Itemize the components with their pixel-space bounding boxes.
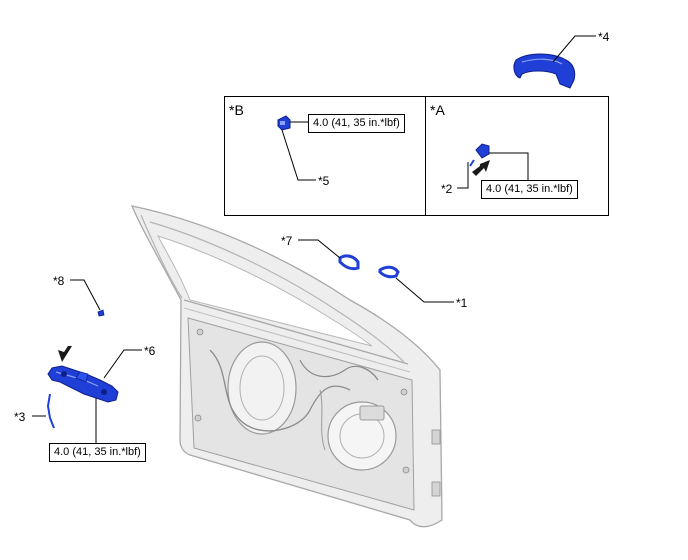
callout-8: *8 — [53, 274, 65, 288]
callout-6: *6 — [144, 344, 156, 358]
front-door-panel — [130, 205, 443, 528]
leader-lines — [32, 35, 596, 444]
callout-2: *2 — [441, 182, 453, 196]
callout-5: *5 — [318, 174, 330, 188]
handle-frame-part — [47, 365, 119, 403]
outside-handle-part — [513, 53, 576, 89]
torque-spec-inset-a: 4.0 (41, 35 in.*lbf) — [481, 180, 578, 199]
callout-4: *4 — [598, 30, 610, 44]
torque-spec-inset-b: 4.0 (41, 35 in.*lbf) — [308, 114, 405, 133]
inset-b-title: *B — [229, 102, 244, 118]
callout-1: *1 — [456, 296, 468, 310]
callout-7: *7 — [281, 234, 293, 248]
callout-3: *3 — [14, 410, 26, 424]
inset-a-part — [469, 143, 490, 167]
torque-spec-frame: 4.0 (41, 35 in.*lbf) — [49, 443, 146, 462]
rod-part — [46, 393, 55, 429]
inset-b-part — [277, 115, 291, 131]
handle-pad-rear — [378, 265, 400, 279]
frame-arrow-icon — [58, 346, 72, 362]
small-cover-part — [97, 309, 105, 317]
handle-pad-front — [338, 254, 360, 271]
inset-a-frame — [425, 96, 609, 216]
inset-a-title: *A — [430, 102, 445, 118]
inset-a-arrow-icon — [472, 160, 490, 176]
